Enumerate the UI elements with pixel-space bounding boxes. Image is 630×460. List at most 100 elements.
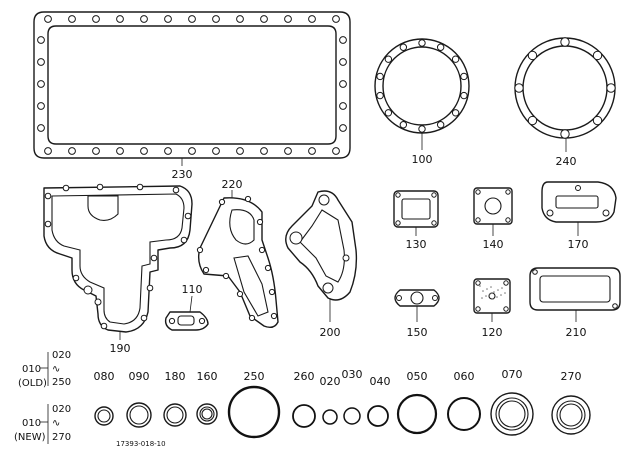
bolt-hole: [68, 15, 76, 23]
svg-text:010: 010: [22, 418, 41, 429]
gasket-100-flywheel: [374, 38, 470, 134]
gasket-120-square: [473, 278, 511, 314]
texture-dot: [492, 298, 494, 300]
bolt-hole: [460, 91, 468, 100]
label-120: 120: [482, 326, 503, 339]
o-ring-040: [367, 405, 389, 427]
bolt-hole: [451, 109, 460, 117]
bolt-hole: [212, 147, 220, 155]
gasket-220-water-pump: [196, 195, 279, 329]
gasket-150-oval-flange: [394, 289, 440, 307]
label-200: 200: [320, 326, 341, 339]
bolt-hole: [37, 124, 45, 132]
bolt-hole: [92, 15, 100, 23]
label-100: 100: [412, 153, 433, 166]
gasket-140-square-port: [473, 187, 513, 225]
bolt-hole: [62, 184, 70, 192]
label-130: 130: [406, 238, 427, 251]
texture-dot: [497, 289, 499, 291]
bolt-hole: [284, 147, 292, 155]
bolt-hole: [72, 274, 80, 282]
bolt-hole: [308, 15, 316, 23]
texture-dot: [504, 292, 506, 294]
bolt-hole: [384, 55, 393, 63]
bolt-hole: [376, 72, 384, 81]
gasket-110-flange: [164, 311, 209, 331]
gasket-240-round: [514, 37, 616, 139]
label-140: 140: [483, 238, 504, 251]
bolt-hole: [37, 36, 45, 44]
bolt-hole: [339, 124, 347, 132]
svg-text:010: 010: [22, 364, 41, 375]
texture-dot: [493, 291, 495, 293]
label-240: 240: [556, 155, 577, 168]
bolt-hole: [140, 147, 148, 155]
bolt-hole: [260, 15, 268, 23]
bolt-hole: [376, 91, 384, 100]
svg-text:250: 250: [52, 377, 71, 388]
bolt-hole: [196, 246, 204, 254]
bolt-hole: [136, 183, 144, 191]
bolt-hole: [270, 312, 278, 320]
bolt-hole: [222, 272, 230, 280]
bolt-hole: [164, 147, 172, 155]
bolt-hole: [606, 83, 616, 93]
bolt-hole: [592, 115, 603, 126]
bolt-hole: [140, 15, 148, 23]
label-040: 040: [370, 375, 391, 388]
label-210: 210: [566, 326, 587, 339]
bolt-hole: [339, 102, 347, 110]
bolt-hole: [180, 236, 188, 244]
bolt-hole: [514, 83, 524, 93]
bolt-hole: [96, 183, 104, 191]
bolt-hole: [339, 58, 347, 66]
bolt-hole: [236, 147, 244, 155]
label-220: 220: [222, 178, 243, 191]
bolt-hole: [418, 39, 426, 47]
label-180: 180: [165, 370, 186, 383]
bolt-hole: [37, 102, 45, 110]
bolt-hole: [436, 121, 445, 129]
bolt-hole: [399, 43, 408, 51]
label-080: 080: [94, 370, 115, 383]
label-050: 050: [407, 370, 428, 383]
bolt-hole: [451, 55, 460, 63]
bolt-hole: [527, 115, 538, 126]
bolt-hole: [236, 290, 244, 298]
bolt-hole: [258, 246, 266, 254]
svg-text:270: 270: [52, 432, 71, 443]
label-170: 170: [568, 238, 589, 251]
label-260: 260: [294, 370, 315, 383]
bolt-hole: [460, 72, 468, 81]
bolt-hole: [164, 15, 172, 23]
o-ring-050: [396, 393, 438, 435]
gasket-130-square: [393, 190, 439, 228]
oil-seal-270: [551, 395, 591, 435]
bolt-hole: [140, 314, 148, 322]
label-060: 060: [454, 370, 475, 383]
gasket-200-filter-bracket: [285, 190, 358, 301]
label-230: 230: [172, 168, 193, 181]
bolt-hole: [384, 109, 393, 117]
bolt-hole: [332, 147, 340, 155]
gasket-230-oil-pan: [33, 11, 351, 159]
texture-dot: [489, 293, 491, 295]
label-150: 150: [407, 326, 428, 339]
bolt-hole: [256, 218, 264, 226]
o-ring-250: [227, 385, 281, 439]
svg-text:(OLD): (OLD): [18, 378, 47, 389]
o-ring-020: [322, 409, 338, 425]
bolt-hole: [436, 43, 445, 51]
svg-text:∿: ∿: [52, 418, 60, 429]
texture-dot: [490, 286, 492, 288]
seal-090: [126, 402, 152, 428]
bolt-hole: [418, 125, 426, 133]
bolt-hole: [339, 80, 347, 88]
bolt-hole: [188, 15, 196, 23]
bolt-hole: [188, 147, 196, 155]
bolt-hole: [44, 220, 52, 228]
texture-dot: [481, 297, 483, 299]
texture-dot: [479, 285, 481, 287]
bolt-hole: [172, 186, 180, 194]
